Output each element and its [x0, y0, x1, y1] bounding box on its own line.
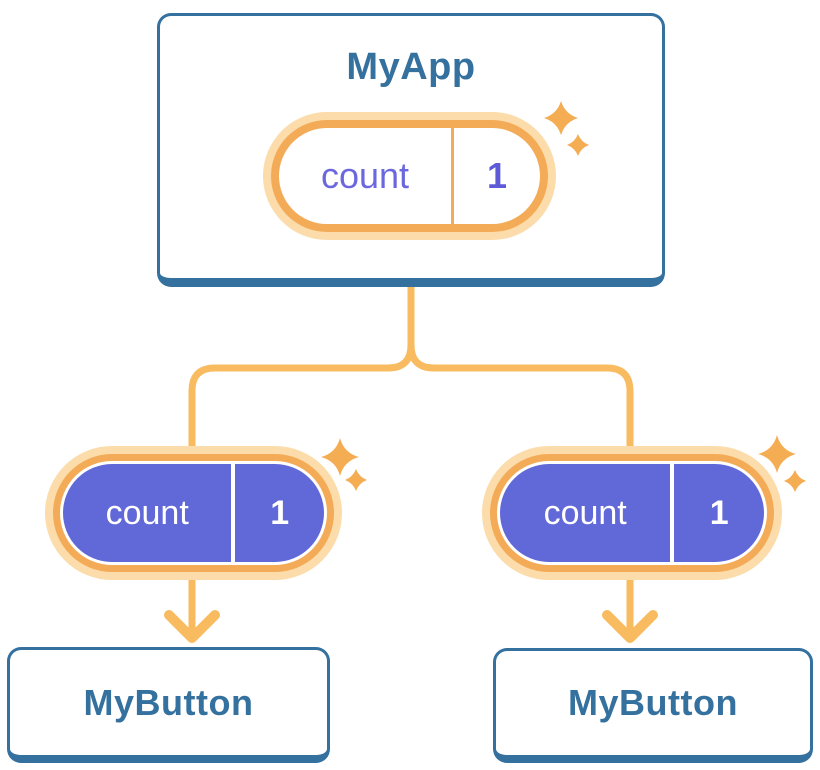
mybutton-card-right: MyButton — [493, 648, 813, 763]
props-pill-border: count 1 — [490, 454, 774, 572]
props-pill-value: 1 — [270, 493, 290, 532]
props-pill-halo: count 1 — [45, 446, 342, 580]
state-pill: count 1 — [263, 112, 556, 240]
props-pill-gap: count 1 — [497, 461, 767, 565]
props-pill-gap: count 1 — [60, 461, 327, 565]
mybutton-card-left: MyButton — [7, 647, 330, 763]
mybutton-title: MyButton — [568, 682, 738, 723]
props-pill-label: count — [105, 493, 189, 532]
myapp-title: MyApp — [346, 46, 476, 88]
props-pill-value: 1 — [709, 493, 729, 532]
state-pill-divider — [451, 128, 454, 224]
branch-right-line — [407, 284, 634, 636]
props-pill-right: count 1 — [482, 446, 782, 580]
state-pill-body: count 1 — [279, 128, 540, 224]
props-pill-body: count 1 — [500, 464, 764, 562]
arrow-down-icon — [164, 610, 220, 643]
sparkle-icon — [544, 101, 589, 156]
sparkle-icon — [321, 438, 367, 491]
props-pill-body: count 1 — [63, 464, 324, 562]
props-pill-divider — [231, 464, 236, 562]
mybutton-title: MyButton — [83, 681, 254, 723]
state-pill-halo: count 1 — [263, 112, 556, 240]
props-pill-halo: count 1 — [482, 446, 782, 580]
arrow-down-icon — [602, 610, 658, 643]
state-pill-label: count — [320, 155, 410, 196]
props-pill-border: count 1 — [53, 454, 334, 572]
state-pill-border: count 1 — [271, 120, 548, 232]
state-pill-value: 1 — [486, 155, 508, 196]
props-pill-divider — [670, 464, 675, 562]
props-pill-label: count — [543, 493, 627, 532]
sparkle-icon — [758, 435, 806, 492]
props-pill-left: count 1 — [45, 446, 342, 580]
